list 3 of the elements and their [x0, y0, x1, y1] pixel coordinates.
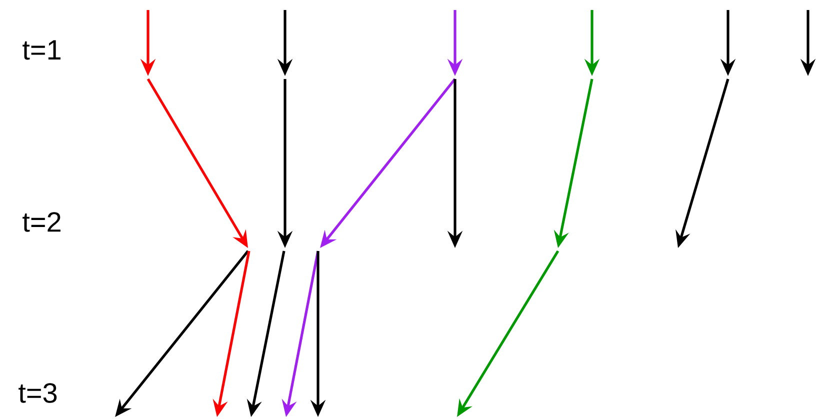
time-label: t=3 [18, 383, 57, 403]
time-label: t=1 [22, 40, 60, 60]
time-label: t=2 [22, 212, 60, 232]
